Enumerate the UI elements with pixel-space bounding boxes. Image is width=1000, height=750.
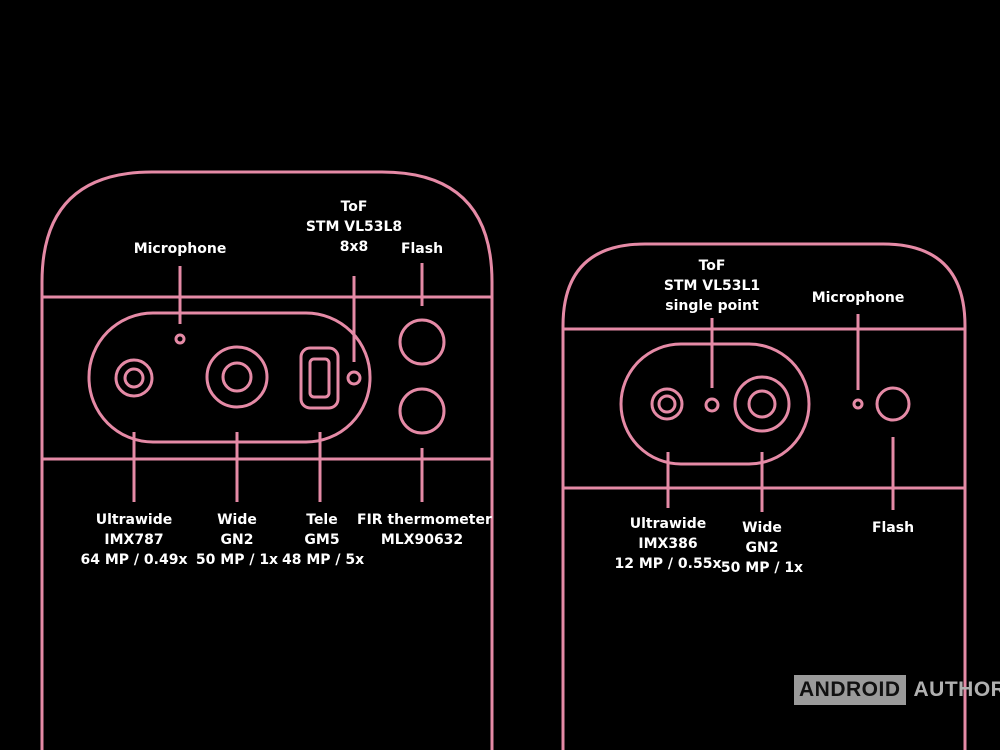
left-fir-label: FIR thermometer MLX90632 [357,512,492,548]
right-flash [875,386,911,422]
left-microphone-hole [174,333,186,345]
right-microphone-label: Microphone [811,290,905,306]
right-camera-module [619,342,811,466]
right-tof-label: ToF STM VL53L1 single point [663,258,761,314]
left-flash [398,318,446,366]
right-phone-outline [561,242,967,750]
left-flash-label: Flash [400,241,444,257]
left-microphone-label: Microphone [133,241,227,257]
right-ultrawide-lens [650,387,684,421]
left-tele-lens-inner [308,357,331,399]
left-phone-outline [40,170,494,750]
left-ultrawide-lens-inner [123,367,145,389]
left-fir-thermometer [398,387,446,435]
right-wide-label: Wide GN2 50 MP / 1x [720,520,804,576]
left-wide-lens [205,345,269,409]
right-microphone-hole [852,398,864,410]
android-authority-watermark: ANDROID AUTHORITY [794,674,1000,706]
right-tof-sensor [704,397,720,413]
right-wide-lens [733,375,791,433]
watermark-android: ANDROID [794,675,906,705]
right-ultrawide-label: Ultrawide IMX386 12 MP / 0.55x [614,516,722,572]
left-tof-sensor [346,370,362,386]
left-camera-module [87,311,372,444]
left-wide-lens-inner [221,361,253,393]
watermark-authority: AUTHORITY [913,678,1000,701]
left-ultrawide-label: Ultrawide IMX787 64 MP / 0.49x [80,512,188,568]
left-tele-lens [299,346,340,410]
right-ultrawide-lens-inner [657,394,677,414]
left-tele-label: Tele GM5 48 MP / 5x [282,512,365,568]
left-tof-label: ToF STM VL53L8 8x8 [305,199,403,255]
left-ultrawide-lens [114,358,154,398]
right-wide-lens-inner [747,389,777,419]
left-wide-label: Wide GN2 50 MP / 1x [195,512,279,568]
right-flash-label: Flash [871,520,915,536]
